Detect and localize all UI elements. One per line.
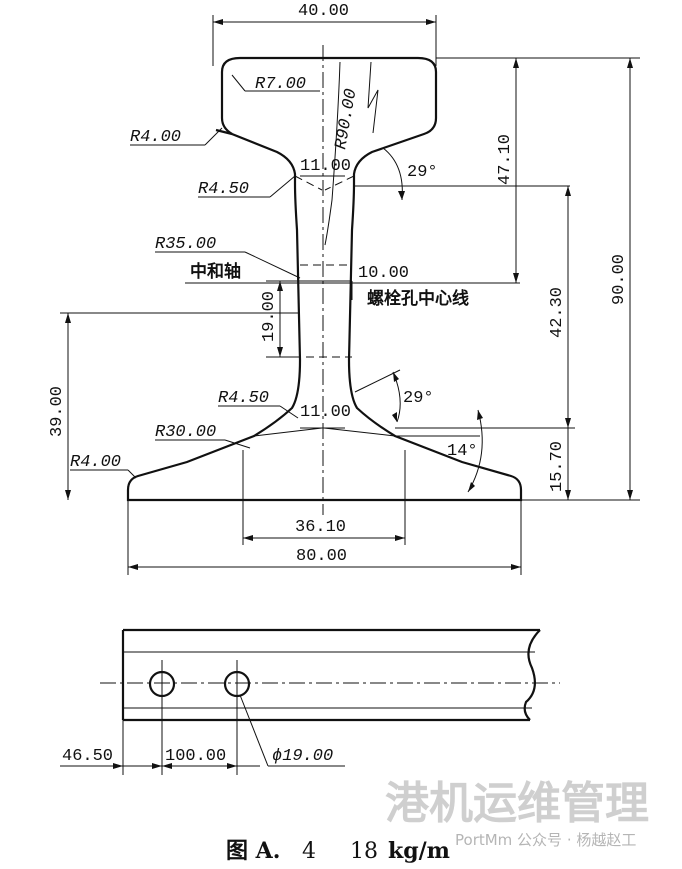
web-bottom-width: 11.00 [300,403,351,422]
arrows-1570 [565,490,571,500]
r4-base-label: R4.00 [70,453,121,472]
dim-9000: 90.00 [610,254,629,305]
dim-8000: 80.00 [296,547,347,566]
caption-number: 4 [302,839,316,864]
caption-text: 18 [350,839,378,864]
hole-diameter: ϕ19.00 [272,747,333,766]
r450-top-leader [269,175,296,198]
r4-head-label: R4.00 [130,128,181,147]
dim-4230: 42.30 [548,287,567,338]
side-break-line [523,629,541,721]
angle-bot-arrows [392,372,399,422]
dim-1900: 19.00 [260,291,279,342]
angle-top-arrow [398,191,405,200]
angle-14-arrows [468,410,483,492]
watermark-logo-text: 港机运维管理 [385,778,649,829]
angle-14-label: 14° [447,442,478,461]
caption-prefix: 图 A. [226,838,280,864]
angle-bot-ref [354,369,401,393]
r35-leader [244,251,301,279]
dim-top-width: 40.00 [298,2,349,21]
dim-1570: 15.70 [548,441,567,492]
caption-unit: kg/m [388,838,450,864]
r30-leader [224,439,251,449]
base-taper-left [253,427,323,437]
r4-head-leader [204,127,223,146]
base-taper-right [323,427,396,437]
r90-arc [324,61,341,246]
dim-1000: 10.00 [358,264,409,283]
dim-3610: 36.10 [295,518,346,537]
dim-4710: 47.10 [496,134,515,185]
r90-leader [367,61,379,134]
head-taper-dash-right [324,175,355,191]
angle-top-label: 29° [407,163,438,182]
rail-section-outline [126,56,523,502]
r7-label: R7.00 [255,75,306,94]
r30-label: R30.00 [155,423,216,442]
hole-leader [239,694,269,767]
bolt-center-label: 螺栓孔中心线 [367,288,469,309]
r7-leader-2 [231,74,246,92]
dim-4650: 46.50 [62,747,113,766]
head-taper-dash-left [294,175,323,191]
r90-label: R90.00 [332,87,361,151]
r35-label: R35.00 [155,235,216,254]
r4-base-leader [127,469,137,479]
watermark-subtext: PortMm 公众号 · 杨越赵工 [455,831,636,849]
angle-bot-label: 29° [403,389,434,408]
dim-3900: 39.00 [48,386,67,437]
r450-bot-label: R4.50 [218,389,269,408]
dim-10000: 100.00 [165,747,226,766]
neutral-axis-label: 中和轴 [190,261,241,282]
r450-top-label: R4.50 [198,180,249,199]
r450-bot-leader [279,405,299,419]
web-top-width: 11.00 [300,157,351,176]
